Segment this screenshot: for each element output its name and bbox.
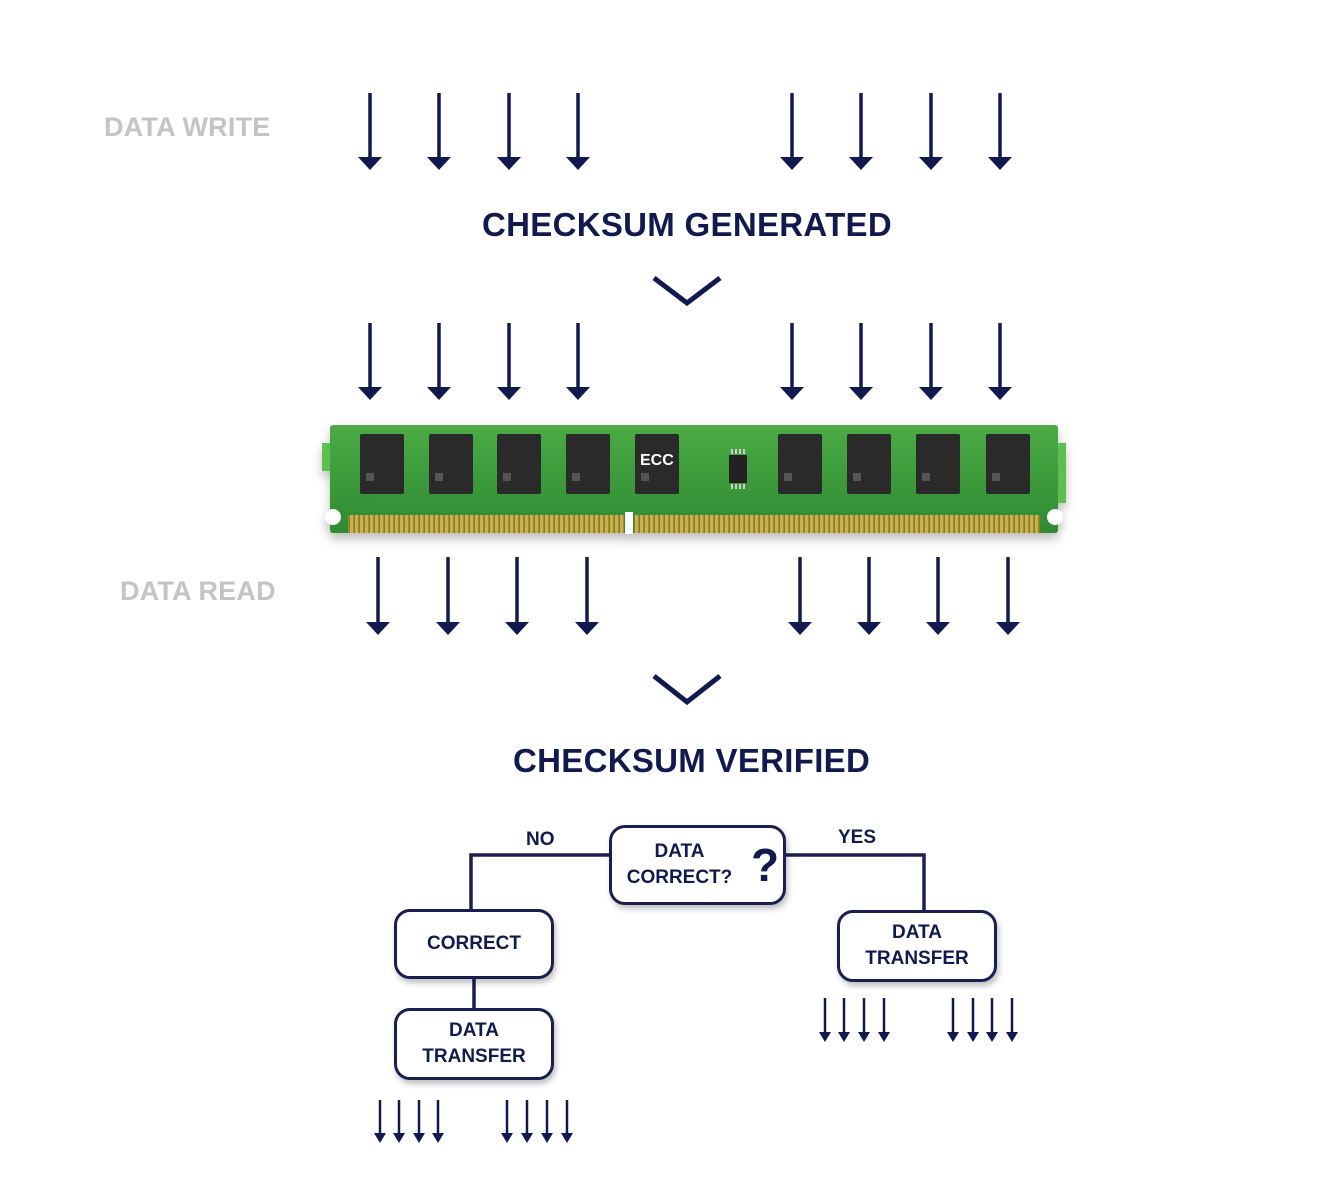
down-arrow-icon xyxy=(988,323,1012,400)
down-arrow-icon xyxy=(505,557,529,635)
memory-chip xyxy=(778,434,822,494)
correct-node: CORRECT xyxy=(394,909,554,979)
transfer-right-line-2: TRANSFER xyxy=(865,948,969,969)
output-arrows-right xyxy=(819,998,1018,1042)
down-arrow-icon xyxy=(919,93,943,170)
data-read-label: DATA READ xyxy=(120,576,276,606)
transfer-right-line-1: DATA xyxy=(892,922,942,943)
question-mark-icon: ? xyxy=(751,839,780,891)
down-arrow-icon xyxy=(780,323,804,400)
module-input-arrows xyxy=(358,323,1012,400)
down-arrow-icon xyxy=(393,1100,405,1143)
down-arrow-icon xyxy=(919,323,943,400)
down-arrow-icon xyxy=(988,93,1012,170)
down-arrow-icon xyxy=(926,557,950,635)
no-branch-connector xyxy=(469,853,611,912)
down-arrow-icon xyxy=(427,93,451,170)
down-arrow-icon xyxy=(497,93,521,170)
memory-chip xyxy=(360,434,404,494)
checksum-generated-heading: CHECKSUM GENERATED xyxy=(482,206,892,243)
transfer-left-line-1: DATA xyxy=(449,1020,499,1041)
checksum-verified-heading: CHECKSUM VERIFIED xyxy=(513,742,871,779)
down-arrow-icon xyxy=(432,1100,444,1143)
ecc-chip-label: ECC xyxy=(640,452,674,469)
down-arrow-icon xyxy=(501,1100,513,1143)
data-transfer-node-right: DATA TRANSFER xyxy=(837,910,997,982)
down-arrow-icon xyxy=(788,557,812,635)
down-arrow-icon xyxy=(1006,998,1018,1042)
memory-chip xyxy=(497,434,541,494)
down-arrow-icon xyxy=(427,323,451,400)
data-transfer-node-left: DATA TRANSFER xyxy=(394,1008,554,1080)
down-arrow-icon xyxy=(541,1100,553,1143)
yes-branch-connector xyxy=(784,853,926,912)
memory-chip xyxy=(916,434,960,494)
down-arrow-icon xyxy=(780,93,804,170)
write-arrows xyxy=(358,93,1012,170)
down-arrow-icon xyxy=(947,998,959,1042)
down-arrow-icon xyxy=(566,323,590,400)
down-arrow-icon xyxy=(967,998,979,1042)
down-arrow-icon xyxy=(566,93,590,170)
down-arrow-icon xyxy=(374,1100,386,1143)
chevron-down-icon xyxy=(652,674,722,706)
down-arrow-icon xyxy=(436,557,460,635)
data-write-label: DATA WRITE xyxy=(104,112,271,142)
down-arrow-icon xyxy=(358,93,382,170)
down-arrow-icon xyxy=(878,998,890,1042)
down-arrow-icon xyxy=(413,1100,425,1143)
yes-branch-label: YES xyxy=(838,827,877,848)
down-arrow-icon xyxy=(575,557,599,635)
memory-chip xyxy=(847,434,891,494)
down-arrow-icon xyxy=(996,557,1020,635)
decision-node-data-correct: DATA CORRECT? xyxy=(609,825,786,905)
down-arrow-icon xyxy=(366,557,390,635)
no-branch-label: NO xyxy=(526,829,555,850)
decision-line-2: CORRECT? xyxy=(626,867,733,888)
down-arrow-icon xyxy=(358,323,382,400)
decision-line-1: DATA xyxy=(654,841,705,862)
output-arrows-left xyxy=(374,1100,573,1143)
transfer-left-line-2: TRANSFER xyxy=(422,1046,526,1067)
down-arrow-icon xyxy=(857,557,881,635)
down-arrow-icon xyxy=(849,93,873,170)
ecc-memory-module xyxy=(322,425,1066,534)
down-arrow-icon xyxy=(497,323,521,400)
down-arrow-icon xyxy=(561,1100,573,1143)
down-arrow-icon xyxy=(838,998,850,1042)
down-arrow-icon xyxy=(521,1100,533,1143)
chevron-down-icon xyxy=(652,276,722,307)
memory-chip xyxy=(566,434,610,494)
memory-chip xyxy=(429,434,473,494)
down-arrow-icon xyxy=(849,323,873,400)
memory-chip xyxy=(986,434,1030,494)
down-arrow-icon xyxy=(819,998,831,1042)
down-arrow-icon xyxy=(858,998,870,1042)
down-arrow-icon xyxy=(986,998,998,1042)
read-arrows xyxy=(366,557,1020,635)
